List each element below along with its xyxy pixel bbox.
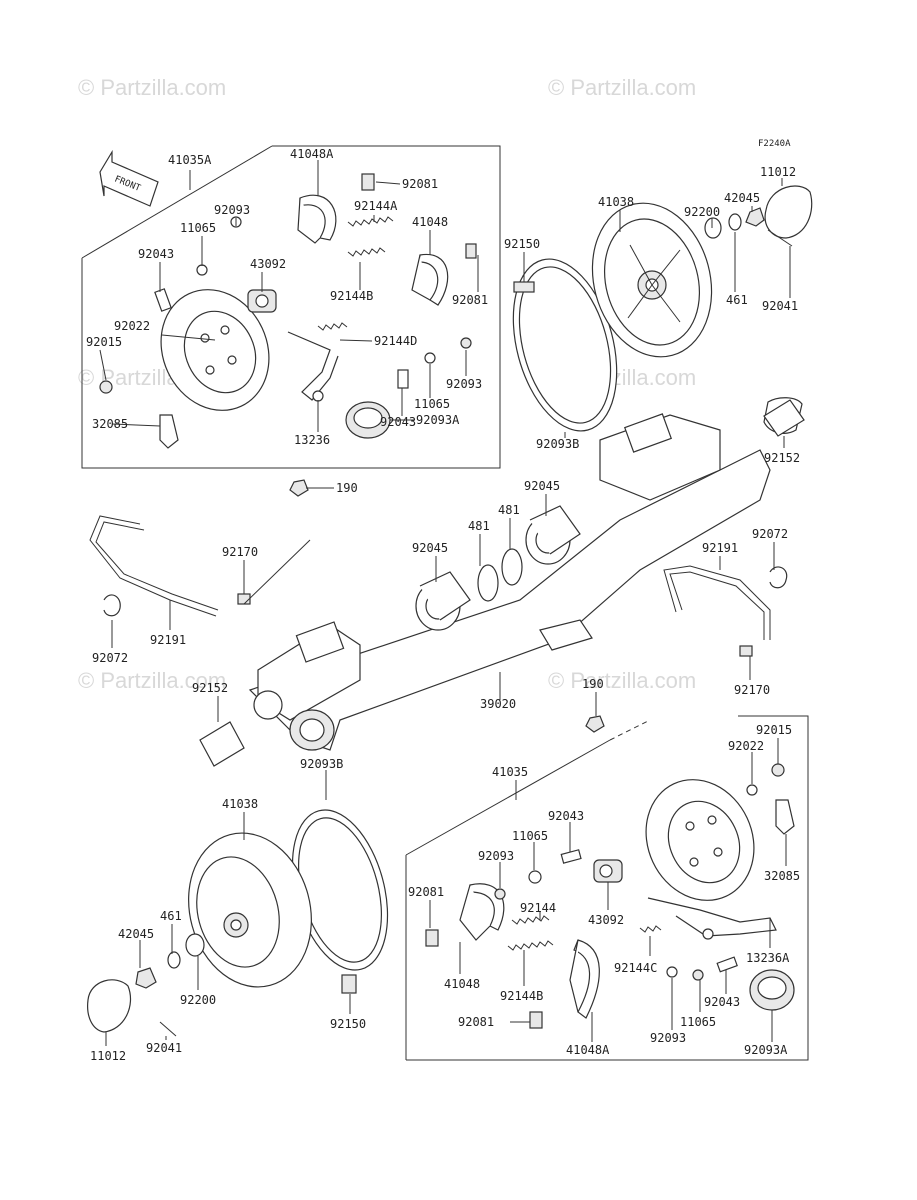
part-label: 92191 xyxy=(702,541,738,555)
part-label: 11065 xyxy=(512,829,548,843)
part-label: 92200 xyxy=(684,205,720,219)
watermark: © Partzilla.com xyxy=(78,75,226,100)
lower-right-brake-assembly xyxy=(405,715,809,1061)
part-label: 92093B xyxy=(300,757,343,771)
watermark: © Partzilla.com xyxy=(548,668,696,693)
part-label: 13236 xyxy=(294,433,330,447)
watermark: © Partzilla.com xyxy=(78,668,226,693)
part-label: 92150 xyxy=(504,237,540,251)
figure-code: F2240A xyxy=(758,139,791,149)
part-label: 92045 xyxy=(412,541,448,555)
part-label: 92081 xyxy=(408,885,444,899)
part-label: 92144B xyxy=(500,989,543,1003)
part-label: 11012 xyxy=(760,165,796,179)
part-label: 92144A xyxy=(354,199,398,213)
front-arrow-icon: FRONT xyxy=(99,149,159,207)
part-label: 92144B xyxy=(330,289,373,303)
part-label: 11065 xyxy=(680,1015,716,1029)
part-label: 92144D xyxy=(374,334,417,348)
part-label: 41048 xyxy=(444,977,480,991)
part-label: 92043 xyxy=(380,415,416,429)
part-label: 481 xyxy=(468,519,490,533)
part-label: 41035 xyxy=(492,765,528,779)
part-label: 92022 xyxy=(114,319,150,333)
part-label: 461 xyxy=(726,293,748,307)
watermark: © Partzilla.com xyxy=(548,75,696,100)
part-label: 461 xyxy=(160,909,182,923)
part-label: 92093 xyxy=(214,203,250,217)
part-label: 190 xyxy=(336,481,358,495)
part-label: 41038 xyxy=(598,195,634,209)
part-label: 11012 xyxy=(90,1049,126,1063)
part-label: 43092 xyxy=(250,257,286,271)
part-label: 190 xyxy=(582,677,604,691)
part-label: 92170 xyxy=(734,683,770,697)
part-label: 92041 xyxy=(146,1041,182,1055)
part-label: 92093A xyxy=(744,1043,788,1057)
part-label: 41048 xyxy=(412,215,448,229)
part-label: 32085 xyxy=(92,417,128,431)
part-label: 13236A xyxy=(746,951,790,965)
lower-left-drum xyxy=(87,809,389,1037)
part-label: 42045 xyxy=(724,191,760,205)
part-label: 92152 xyxy=(192,681,228,695)
upper-right-drum xyxy=(512,185,813,434)
part-label: 92043 xyxy=(138,247,174,261)
bolt-190 xyxy=(289,479,605,733)
part-label: 92093 xyxy=(650,1031,686,1045)
part-label: 92022 xyxy=(728,739,764,753)
part-label: 92072 xyxy=(752,527,788,541)
part-label: 92093 xyxy=(478,849,514,863)
breather-hoses xyxy=(89,515,788,657)
part-label: 92081 xyxy=(458,1015,494,1029)
part-label: 92144C xyxy=(614,961,657,975)
part-label: 42045 xyxy=(118,927,154,941)
part-label: 41048A xyxy=(290,147,334,161)
part-label: 43092 xyxy=(588,913,624,927)
part-label: 11065 xyxy=(180,221,216,235)
part-label: 92093A xyxy=(416,413,460,427)
part-label: 92015 xyxy=(86,335,122,349)
part-label: 92200 xyxy=(180,993,216,1007)
part-label: 481 xyxy=(498,503,520,517)
part-label: 92170 xyxy=(222,545,258,559)
part-label: 92043 xyxy=(704,995,740,1009)
part-label: 92152 xyxy=(764,451,800,465)
axle-housing xyxy=(199,399,805,767)
part-label: 41048A xyxy=(566,1043,610,1057)
part-label: 92191 xyxy=(150,633,186,647)
part-label: 92093 xyxy=(446,377,482,391)
part-label: 11065 xyxy=(414,397,450,411)
part-label: 92144 xyxy=(520,901,556,915)
part-label: 41038 xyxy=(222,797,258,811)
leader-lines xyxy=(99,160,791,1046)
part-label: 92081 xyxy=(452,293,488,307)
part-label: 39020 xyxy=(480,697,516,711)
part-label: 92081 xyxy=(402,177,438,191)
part-label: 92041 xyxy=(762,299,798,313)
part-label: 92150 xyxy=(330,1017,366,1031)
part-label: 92043 xyxy=(548,809,584,823)
part-label: 92072 xyxy=(92,651,128,665)
part-label: 92015 xyxy=(756,723,792,737)
upper-left-brake-assembly xyxy=(81,145,501,469)
part-label: 32085 xyxy=(764,869,800,883)
part-label: 41035A xyxy=(168,153,212,167)
watermark-group: © Partzilla.com © Partzilla.com © Partzi… xyxy=(78,75,696,693)
part-label: 92045 xyxy=(524,479,560,493)
part-labels: 41035A 41048A 92081 92093 11065 92144A 4… xyxy=(86,147,800,1063)
part-label: 92093B xyxy=(536,437,579,451)
